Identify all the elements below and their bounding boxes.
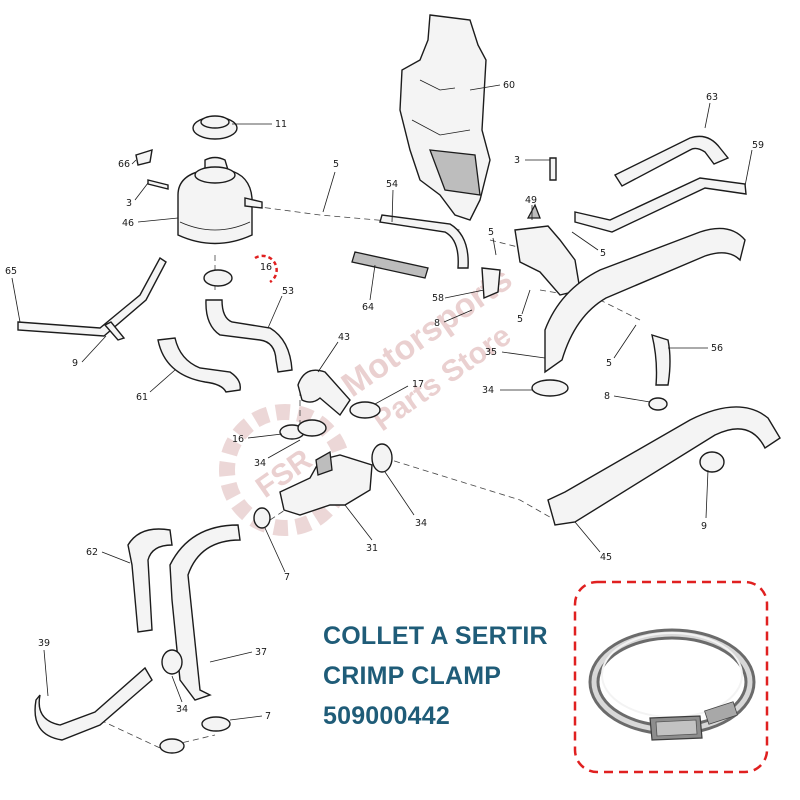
- callout-49: 49: [525, 195, 537, 206]
- part-49-housing: [514, 203, 581, 296]
- part-59-hose: [574, 177, 747, 233]
- part-34-clamp-d: [161, 649, 183, 675]
- title-line-1: COLLET A SERTIR: [323, 622, 548, 650]
- callout-63: 63: [706, 92, 718, 103]
- part-3-screw-a: [147, 179, 169, 190]
- callout-3b: 3: [514, 155, 520, 166]
- callout-31: 31: [366, 543, 378, 554]
- callout-59: 59: [752, 140, 764, 151]
- part-7-clamp-b: [201, 716, 231, 732]
- callout-16a: 16: [260, 262, 272, 273]
- callout-17: 17: [412, 379, 424, 390]
- callout-66: 66: [118, 159, 130, 170]
- part-11-cap: [192, 115, 238, 140]
- callout-54: 54: [386, 179, 398, 190]
- part-31-junction: [279, 450, 373, 516]
- part-46-tank: [177, 156, 263, 245]
- part-16-clamp-highlight: [203, 254, 278, 287]
- part-34-clamp-c: [371, 443, 393, 473]
- callout-37: 37: [255, 647, 267, 658]
- callout-53: 53: [282, 286, 294, 297]
- part-3-screw-b: [549, 157, 557, 181]
- callout-60: 60: [503, 80, 515, 91]
- part-43-elbow: [297, 369, 351, 417]
- part-34-clamp-b: [297, 419, 327, 437]
- part-58-fitting: [481, 267, 501, 300]
- callout-5d: 5: [517, 314, 523, 325]
- callout-5b: 5: [488, 227, 494, 238]
- callout-61: 61: [136, 392, 148, 403]
- callout-16b: 16: [232, 434, 244, 445]
- part-61-hose: [157, 337, 241, 393]
- callout-34d: 34: [176, 704, 188, 715]
- part-53-hose: [205, 299, 293, 373]
- callout-34b: 34: [254, 458, 266, 469]
- part-62-hose: [127, 528, 173, 633]
- part-34-clamp-a: [531, 379, 569, 397]
- part-64-spring: [351, 251, 429, 279]
- callout-35: 35: [485, 347, 497, 358]
- callout-43: 43: [338, 332, 350, 343]
- part-65-hose: [17, 256, 167, 337]
- part-9-clip-a: [103, 321, 126, 341]
- part-39-hose: [34, 666, 153, 741]
- callout-9a: 9: [72, 358, 78, 369]
- callout-11: 11: [275, 119, 287, 130]
- part-37-hose: [169, 524, 241, 701]
- callout-34a: 34: [482, 385, 494, 396]
- part-66-sensor: [135, 148, 153, 166]
- title-block: COLLET A SERTIR CRIMP CLAMP 509000442: [323, 622, 548, 730]
- callout-7a: 7: [284, 572, 290, 583]
- part-9-clip-c: [699, 451, 725, 473]
- callout-39: 39: [38, 638, 50, 649]
- part-34-clamp-e: [159, 738, 185, 754]
- callout-3a: 3: [126, 198, 132, 209]
- part-45-hose: [547, 406, 781, 526]
- clamp-inset: [573, 580, 769, 774]
- title-line-3: 509000442: [323, 702, 450, 730]
- callout-58: 58: [432, 293, 444, 304]
- part-7-clamp-a: [253, 507, 271, 529]
- callout-7b: 7: [265, 711, 271, 722]
- part-17-clamp: [349, 401, 381, 419]
- callout-34c: 34: [415, 518, 427, 529]
- callouts: 60 63 11 66 5 3 59 54 49 3 46 5 5 65 16 …: [5, 80, 764, 722]
- callout-5c: 5: [600, 248, 606, 259]
- callout-64: 64: [362, 302, 374, 313]
- crimp-clamp-photo: [588, 628, 756, 741]
- part-56-hose: [651, 333, 671, 386]
- callout-5e: 5: [606, 358, 612, 369]
- inset-frame: [573, 580, 769, 774]
- part-35-hose: [544, 227, 746, 374]
- callout-46: 46: [122, 218, 134, 229]
- part-63-hose: [613, 135, 730, 187]
- callout-5a: 5: [333, 159, 339, 170]
- part-8-clip-b: [648, 397, 668, 411]
- watermark: FSR Motorsports Parts Store: [219, 260, 519, 536]
- title-line-2: CRIMP CLAMP: [323, 662, 501, 690]
- callout-8a: 8: [434, 318, 440, 329]
- callout-62: 62: [86, 547, 98, 558]
- callout-45: 45: [600, 552, 612, 563]
- part-54-tube: [379, 214, 469, 269]
- callout-56: 56: [711, 343, 723, 354]
- callout-65: 65: [5, 266, 17, 277]
- callout-8b: 8: [604, 391, 610, 402]
- part-60-bracket: [399, 14, 491, 221]
- callout-9b: 9: [701, 521, 707, 532]
